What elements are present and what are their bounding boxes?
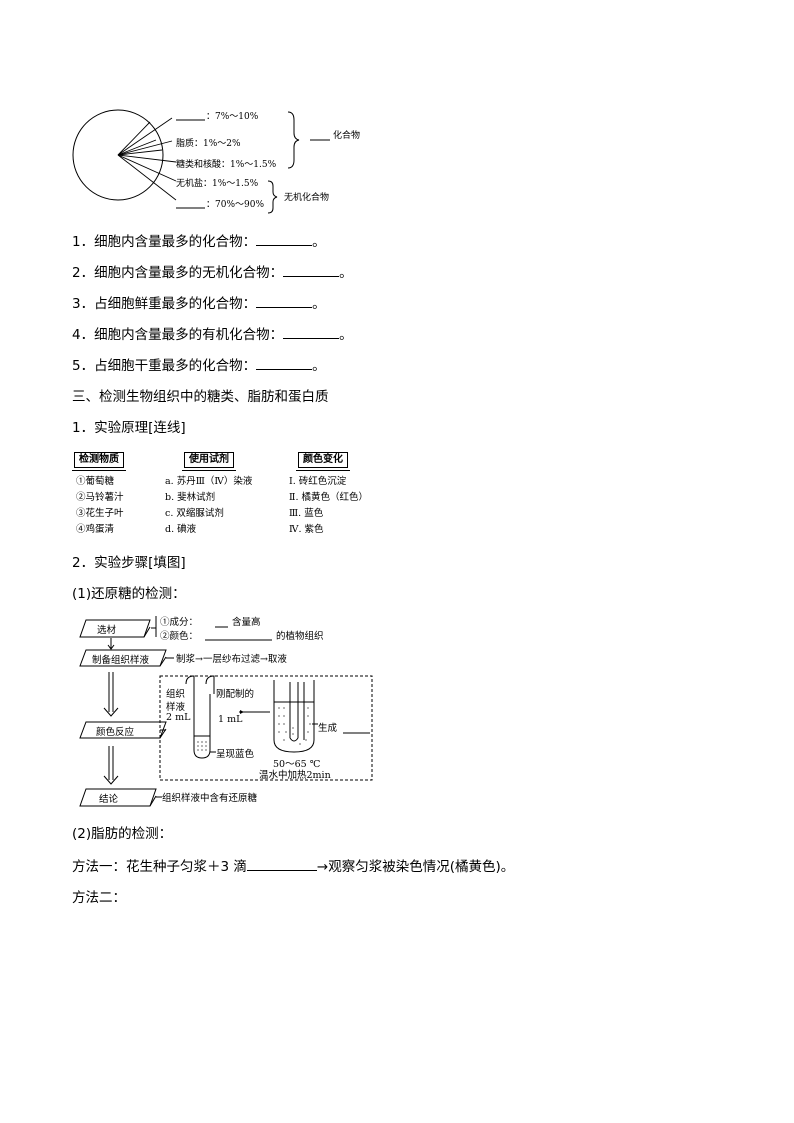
sample-text-2: 样液 bbox=[166, 702, 186, 713]
material-2a: ②颜色： bbox=[160, 631, 199, 642]
inorganic-label: 无机化合物 bbox=[284, 193, 330, 203]
substance-3: ③花生子叶 bbox=[76, 508, 124, 519]
question-5: 5．占细胞干重最多的化合物：。 bbox=[72, 358, 326, 374]
reagent-b: b. 斐林试剂 bbox=[165, 492, 216, 503]
header-reagent: 使用试剂 bbox=[182, 452, 236, 471]
sample-volume: 2 mL bbox=[166, 712, 191, 723]
color-2: Ⅱ. 橘黄色（红色） bbox=[289, 492, 368, 503]
question-3: 3．占细胞鲜重最多的化合物：。 bbox=[72, 296, 326, 312]
compound-label: 化合物 bbox=[333, 131, 361, 141]
box-conclusion: 结论 bbox=[99, 794, 119, 805]
fat-label: 脂质：1%～2% bbox=[176, 139, 241, 149]
material-1a: ①成分： bbox=[160, 617, 199, 628]
produce-label: 生成 bbox=[318, 723, 338, 734]
principle-heading: 1．实验原理[连线] bbox=[72, 420, 186, 436]
substance-2: ②马铃薯汁 bbox=[76, 492, 124, 503]
fresh-reagent: 刚配制的 bbox=[216, 689, 255, 700]
heat-time: 温水中加热2min bbox=[259, 770, 331, 781]
header-color: 颜色变化 bbox=[296, 452, 350, 471]
material-1b: 含量高 bbox=[232, 617, 261, 628]
method-1: 方法一：花生种子匀浆＋3 滴→观察匀浆被染色情况(橘黄色)。 bbox=[72, 859, 515, 875]
sugar-label: 糖类和核酸：1%～1.5% bbox=[176, 160, 277, 170]
sample-text: 组织 bbox=[166, 689, 186, 700]
salt-label: 无机盐：1%～1.5% bbox=[176, 179, 259, 189]
fat-detect-heading: (2)脂肪的检测： bbox=[72, 826, 173, 842]
question-1: 1．细胞内含量最多的化合物：。 bbox=[72, 234, 326, 250]
reagent-a: a. 苏丹Ⅲ（Ⅳ）染液 bbox=[165, 476, 253, 487]
conclusion-text: 组织样液中含有还原糖 bbox=[162, 793, 258, 804]
prep-steps: 制浆→一层纱布过滤→取液 bbox=[176, 654, 287, 665]
color-1: Ⅰ. 砖红色沉淀 bbox=[289, 476, 347, 487]
section-title: 三、检测生物组织中的糖类、脂肪和蛋白质 bbox=[72, 389, 329, 405]
temperature: 50～65 ℃ bbox=[273, 759, 321, 770]
box-prepare: 制备组织样液 bbox=[92, 655, 150, 666]
blue-result: 呈现蓝色 bbox=[216, 749, 255, 760]
substance-4: ④鸡蛋清 bbox=[76, 524, 115, 535]
box-reaction: 颜色反应 bbox=[96, 727, 135, 738]
reagent-d: d. 碘液 bbox=[165, 524, 197, 535]
material-2b: 的植物组织 bbox=[276, 631, 324, 642]
water-label: ：70%～90% bbox=[206, 200, 265, 210]
steps-heading: 2．实验步骤[填图] bbox=[72, 555, 186, 571]
method-2: 方法二： bbox=[72, 890, 126, 906]
header-substance: 检测物质 bbox=[72, 452, 126, 471]
protein-label: ：7%～10% bbox=[206, 112, 259, 122]
substance-1: ①葡萄糖 bbox=[76, 476, 115, 487]
box-material: 选材 bbox=[97, 625, 117, 636]
color-4: Ⅳ. 紫色 bbox=[289, 524, 324, 535]
reagent-volume: 1 mL bbox=[218, 714, 243, 725]
color-3: Ⅲ. 蓝色 bbox=[289, 508, 324, 519]
question-4: 4．细胞内含量最多的有机化合物：。 bbox=[72, 327, 353, 343]
sugar-detect-heading: (1)还原糖的检测： bbox=[72, 586, 186, 602]
reagent-c: c. 双缩脲试剂 bbox=[165, 508, 224, 519]
question-2: 2．细胞内含量最多的无机化合物：。 bbox=[72, 265, 353, 281]
